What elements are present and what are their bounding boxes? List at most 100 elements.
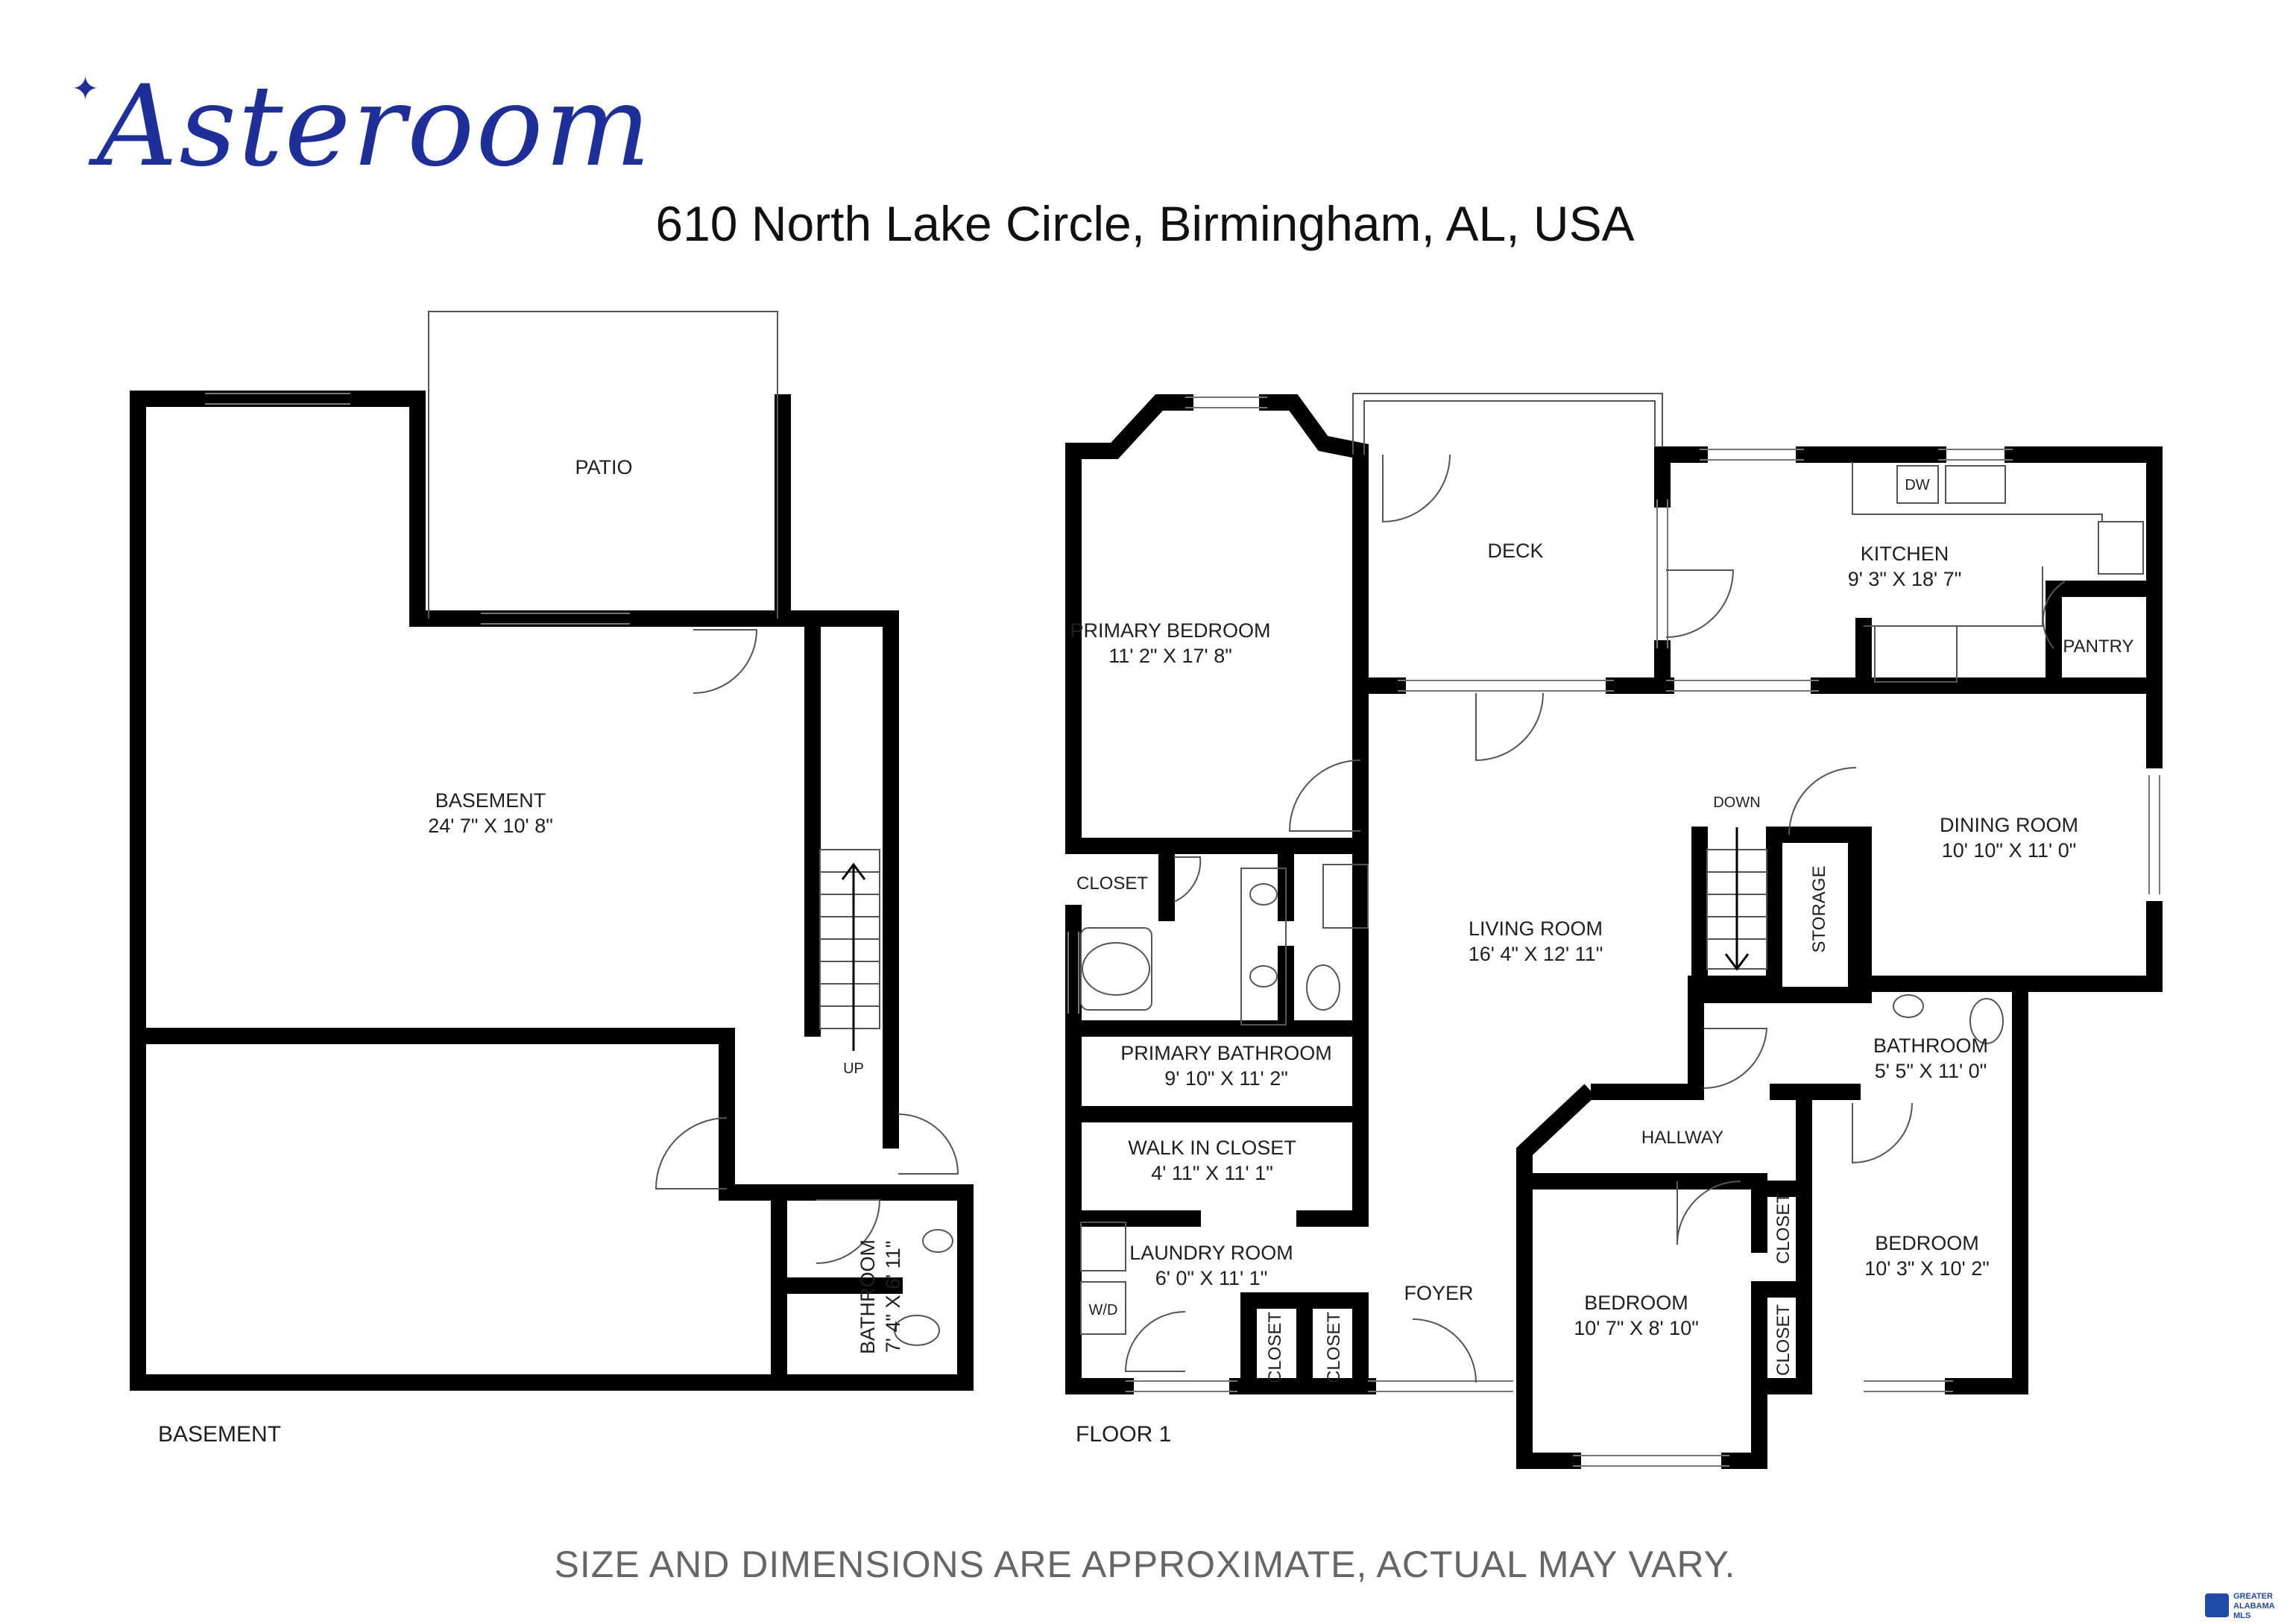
door-bath [1703, 1028, 1768, 1090]
sink-bb [922, 1229, 953, 1253]
foyer-label: FOYER [1404, 1282, 1473, 1304]
door-bed2 [1852, 1102, 1913, 1164]
toilet-bb [894, 1315, 940, 1346]
primary-bedroom-label: PRIMARY BEDROOM [1070, 619, 1270, 642]
door-bed1 [1677, 1181, 1741, 1245]
closet-a-label: CLOSET [1265, 1312, 1285, 1383]
basement-bath-label: BATHROOM [857, 1239, 879, 1354]
wd-label: W/D [1089, 1302, 1118, 1318]
walk-in-closet-dims: 4' 11" X 11' 1" [1151, 1162, 1273, 1184]
living-room-dims: 16' 4" X 12' 11" [1469, 943, 1603, 965]
door-k [1665, 569, 1735, 638]
walls [130, 391, 2163, 1469]
doors [654, 454, 2066, 1383]
closet-c-label: CLOSET [1773, 1192, 1794, 1264]
sink [1945, 465, 2006, 504]
basement-label: BASEMENT [435, 789, 546, 812]
door-4 [816, 1199, 881, 1264]
patio-outline [428, 311, 778, 619]
door-2 [654, 1117, 728, 1189]
pb-wall-1 [1065, 394, 1193, 843]
dw-label: DW [1905, 477, 1929, 493]
closet-d-label: CLOSET [1773, 1304, 1794, 1376]
hall-diag [1516, 1084, 1596, 1469]
deck-outline-2 [1363, 400, 1656, 455]
mls-text: GREATER ALABAMA MLS [2233, 1592, 2275, 1620]
fixtures [894, 864, 2004, 1346]
bathroom-label: BATHROOM [1873, 1034, 1988, 1057]
patio-label: PATIO [575, 456, 632, 478]
pantry-wall [2045, 581, 2163, 694]
mls-watermark: GREATER ALABAMA MLS [2205, 1590, 2287, 1623]
bathroom-dims: 5' 5" X 11' 0" [1875, 1060, 1987, 1082]
basement-wall-inner [130, 1028, 888, 1201]
door-closet [1173, 856, 1202, 903]
dining-room-dims: 10' 10" X 11' 0" [1942, 839, 2077, 862]
door-1 [693, 629, 758, 694]
bed2-b2 [1945, 1084, 2028, 1394]
living-room-label: LIVING ROOM [1469, 917, 1603, 940]
fridge [1874, 625, 1958, 683]
bathtub [1082, 942, 1150, 996]
primary-bathroom-label: PRIMARY BATHROOM [1120, 1042, 1332, 1064]
kitchen-dims: 9' 3" X 18' 7" [1848, 568, 1962, 590]
room-labels: PATIO BASEMENT 24' 7" X 10' 8" UP PRIMAR… [428, 456, 2133, 1339]
bedroom-2-label: BEDROOM [1875, 1232, 1979, 1254]
windows [205, 393, 2160, 1467]
thin-lines [428, 311, 2144, 683]
floor-label-basement: BASEMENT [158, 1422, 281, 1447]
logo-text: Asteroom [97, 62, 652, 192]
deck-outline [1352, 393, 1663, 455]
door-3 [898, 1113, 959, 1175]
basement-bath-dims: 7' 4" X 6' 11" [882, 1241, 904, 1353]
washer-dryer [1080, 1281, 1126, 1335]
kitchen-counter [1852, 462, 2103, 522]
basement-wall-outer [130, 391, 974, 1391]
closet-b-label: CLOSET [1324, 1312, 1344, 1383]
door-lr [1475, 692, 1544, 762]
floor-label-floor-1: FLOOR 1 [1076, 1422, 1171, 1447]
hallway-label: HALLWAY [1641, 1128, 1723, 1148]
disclaimer: SIZE AND DIMENSIONS ARE APPROXIMATE, ACT… [554, 1544, 1736, 1585]
basement-wall-right [775, 610, 899, 1149]
vanity [1240, 868, 1287, 1026]
floor-labels: BASEMENT FLOOR 1 [158, 1422, 1171, 1447]
bedroom-1-dims: 10' 7" X 8' 10" [1574, 1317, 1699, 1339]
up-label: UP [843, 1061, 864, 1077]
sparkle-icon: ✦ [72, 71, 99, 107]
stove [2098, 521, 2144, 575]
laundry-room-dims: 6' 0" X 11' 1" [1155, 1267, 1268, 1289]
laundry-room-label: LAUNDRY ROOM [1129, 1242, 1293, 1264]
door-front [1412, 1318, 1477, 1383]
bedroom-1-label: BEDROOM [1584, 1292, 1688, 1314]
asteroom-logo: ✦ Asteroom [72, 60, 653, 194]
rotated-labels: STORAGE CLOSET CLOSET CLOSET CLOSET BATH… [857, 866, 1829, 1383]
primary-bathroom-dims: 9' 10" X 11' 2" [1164, 1067, 1288, 1090]
pantry-label: PANTRY [2063, 636, 2133, 657]
sink-bath [1893, 994, 1924, 1018]
k-top-3 [1811, 446, 2163, 694]
door-pb [1288, 759, 1361, 832]
fireplace [1322, 864, 1369, 929]
walk-in-closet-label: WALK IN CLOSET [1128, 1137, 1296, 1159]
pb-wall-2 [1259, 394, 1369, 1227]
property-address: 610 North Lake Circle, Birmingham, AL, U… [655, 196, 1635, 251]
primary-bedroom-dims: 11' 2" X 17' 8" [1108, 645, 1232, 667]
stair-box [1691, 827, 1782, 992]
dining-room-label: DINING ROOM [1940, 814, 2078, 836]
door-laundry [1124, 1311, 1186, 1372]
door-storage [1788, 767, 1857, 835]
dining-r-2 [1855, 901, 2163, 992]
down-label: DOWN [1713, 794, 1760, 811]
stairs [819, 827, 1767, 1051]
mls-logo-icon [2205, 1593, 2229, 1617]
door-pantry [2042, 581, 2066, 649]
bed1-b2 [1721, 1378, 1767, 1469]
toilet-bath [1969, 998, 2004, 1044]
dishwasher [1896, 465, 1939, 504]
deck-label: DECK [1487, 540, 1543, 562]
storage-label: STORAGE [1809, 866, 1829, 953]
kitchen-label: KITCHEN [1861, 543, 1949, 565]
toilet-pb [1306, 964, 1340, 1011]
